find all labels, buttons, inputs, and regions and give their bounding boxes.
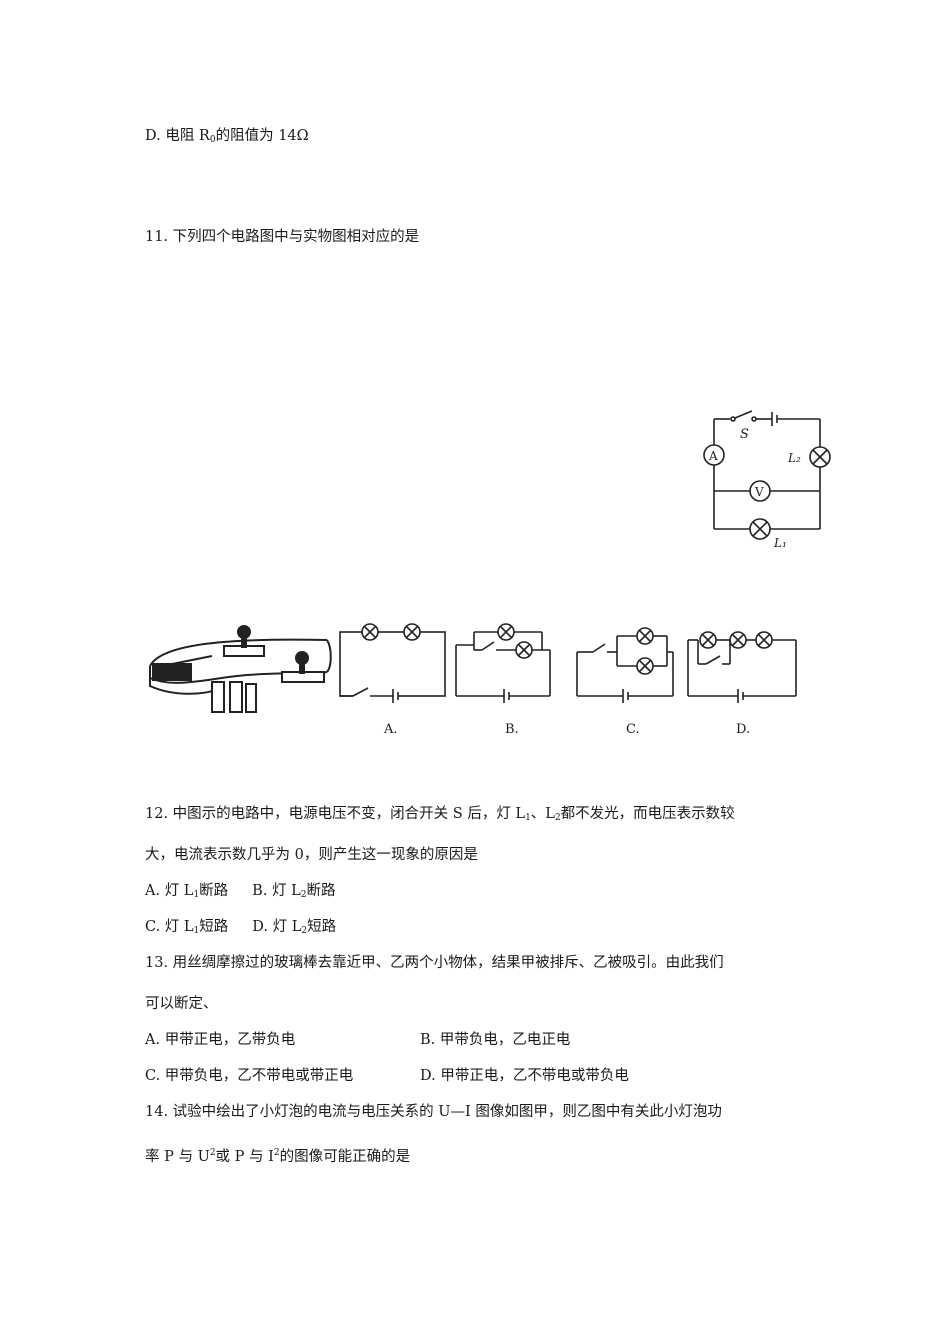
q13-option-c: C. 甲带负电，乙不带电或带正电 [145, 1068, 354, 1084]
q11-option-c-label: C. [626, 722, 640, 737]
q10-option-d-prefix: D. 电阻 R [145, 128, 210, 144]
q11-stem: 11. 下列四个电路图中与实物图相对应的是 [145, 229, 420, 245]
q12-option-d-pre: D. 灯 L [252, 919, 302, 935]
q10-option-d-sub: 0 [209, 135, 216, 145]
q12-circuit-label-switch: S [740, 427, 749, 442]
q12-option-b-sub: 2 [300, 890, 307, 900]
q11-option-b-label: B. [505, 722, 519, 737]
q11-physical-circuit [149, 625, 332, 713]
q12-option-a-sub: 1 [193, 890, 200, 900]
q10-option-d-suffix: 的阻值为 14Ω [215, 128, 309, 144]
q12-stem-line1-a: 12. 中图示的电路中，电源电压不变，闭合开关 S 后，灯 L [145, 806, 526, 822]
q12-option-c-pre: C. 灯 L [145, 919, 194, 935]
q14-stem-line2: 率 P 与 U2或 P 与 I2的图像可能正确的是 [145, 1143, 410, 1167]
q14-stem-line2-c: 的图像可能正确的是 [279, 1149, 411, 1165]
q12-option-a: A. 灯 L1断路 [145, 883, 229, 900]
q12-circuit-label-lamp1: L₁ [773, 536, 787, 550]
q11-option-c-circuit [576, 627, 674, 703]
q12-stem-line1: 12. 中图示的电路中，电源电压不变，闭合开关 S 后，灯 L1、L2都不发光，… [145, 804, 735, 828]
q13-option-b: B. 甲带负电，乙电正电 [420, 1032, 571, 1048]
q11-option-a-circuit [339, 623, 446, 703]
q13-option-d: D. 甲带正电，乙不带电或带负电 [420, 1068, 629, 1084]
q14-stem-sup1: 2 [209, 1148, 216, 1158]
q12-option-c-sub: 1 [193, 926, 200, 936]
q12-circuit-diagram: S A L₂ V L₁ [703, 410, 831, 550]
q13-stem-line2: 可以断定、 [145, 996, 218, 1012]
q12-option-a-post: 断路 [199, 883, 229, 899]
q12-stem-line2: 大，电流表示数几乎为 0，则产生这一现象的原因是 [145, 847, 478, 863]
q14-stem-line2-b: 或 P 与 I [215, 1149, 274, 1165]
q12-option-d-sub: 2 [301, 926, 308, 936]
q11-option-a-label: A. [384, 722, 398, 737]
q12-stem-sub1: 1 [525, 813, 531, 823]
q13-option-a: A. 甲带正电，乙带负电 [145, 1032, 296, 1048]
q12-option-a-pre: A. 灯 L [145, 883, 194, 899]
q12-stem-sub2: 2 [554, 813, 561, 823]
q11-option-d-circuit [687, 631, 797, 703]
q10-option-d: D. 电阻 R0的阻值为 14Ω [145, 126, 309, 150]
q14-stem-line1: 14. 试验中绘出了小灯泡的电流与电压关系的 U—I 图像如图甲，则乙图中有关此… [145, 1104, 722, 1120]
q12-option-b: B. 灯 L2断路 [252, 883, 336, 900]
q12-option-c-post: 短路 [199, 919, 229, 935]
q12-stem-line1-b: 、L [530, 806, 555, 822]
q12-circuit-label-voltmeter: V [754, 485, 764, 499]
q12-option-b-pre: B. 灯 L [252, 883, 301, 899]
q12-option-b-post: 断路 [306, 883, 336, 899]
q14-stem-sup2: 2 [273, 1148, 280, 1158]
q11-option-b-circuit [455, 623, 551, 703]
q11-option-d-label: D. [736, 722, 751, 737]
q13-stem-line1: 13. 用丝绸摩擦过的玻璃棒去靠近甲、乙两个小物体，结果甲被排斥、乙被吸引。由此… [145, 955, 724, 971]
q14-stem-line2-a: 率 P 与 U [145, 1149, 210, 1165]
q12-option-d: D. 灯 L2短路 [252, 919, 337, 936]
q12-stem-line1-c: 都不发光，而电压表示数较 [560, 806, 735, 822]
q12-circuit-label-lamp2: L₂ [787, 451, 801, 465]
q12-circuit-label-ammeter: A [708, 449, 718, 463]
q12-option-d-post: 短路 [307, 919, 337, 935]
q12-option-c: C. 灯 L1短路 [145, 919, 229, 936]
